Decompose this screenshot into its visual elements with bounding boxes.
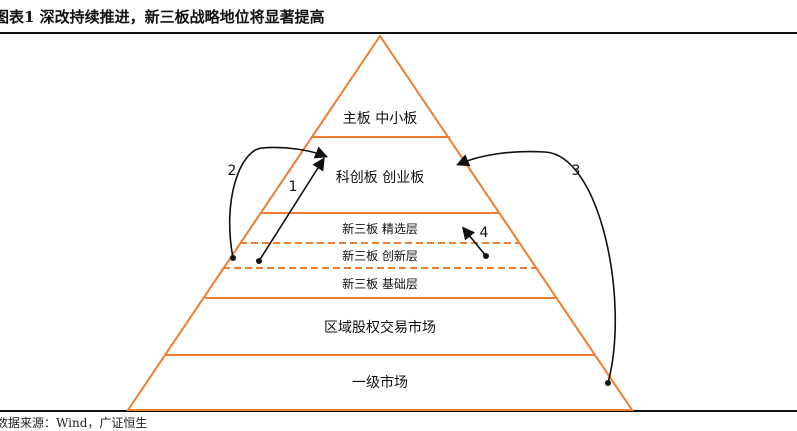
level-regional-equity: 区域股权交易市场 (324, 319, 436, 336)
arrow-1 (258, 157, 325, 262)
arrow-origin-dot (230, 255, 236, 261)
level-neeq-basic: 新三板 基础层 (342, 276, 418, 291)
arrow-origin-dot (483, 253, 489, 259)
level-star-chinext: 科创板 创业板 (336, 170, 424, 186)
arrow-label-2: 2 (228, 163, 237, 179)
data-source: 数据来源：Wind，广证恒生 (0, 416, 148, 430)
level-neeq-select: 新三板 精选层 (342, 221, 418, 236)
level-neeq-innovation: 新三板 创新层 (342, 248, 418, 263)
figure-title: 图表1 深改持续推进，新三板战略地位将显著提高 (0, 8, 325, 26)
arrow-label-1: 1 (289, 179, 298, 195)
arrow-2 (228, 146, 328, 259)
arrow-origin-dot (256, 258, 262, 264)
arrow-4 (461, 226, 487, 257)
level-main-board: 主板 中小板 (343, 111, 417, 127)
arrow-label-4: 4 (480, 225, 489, 241)
arrow-3 (456, 150, 617, 384)
level-primary-market: 一级市场 (352, 374, 408, 391)
pyramid-outline (126, 34, 634, 411)
arrow-origin-dot (605, 380, 611, 386)
arrow-label-3: 3 (572, 163, 581, 179)
